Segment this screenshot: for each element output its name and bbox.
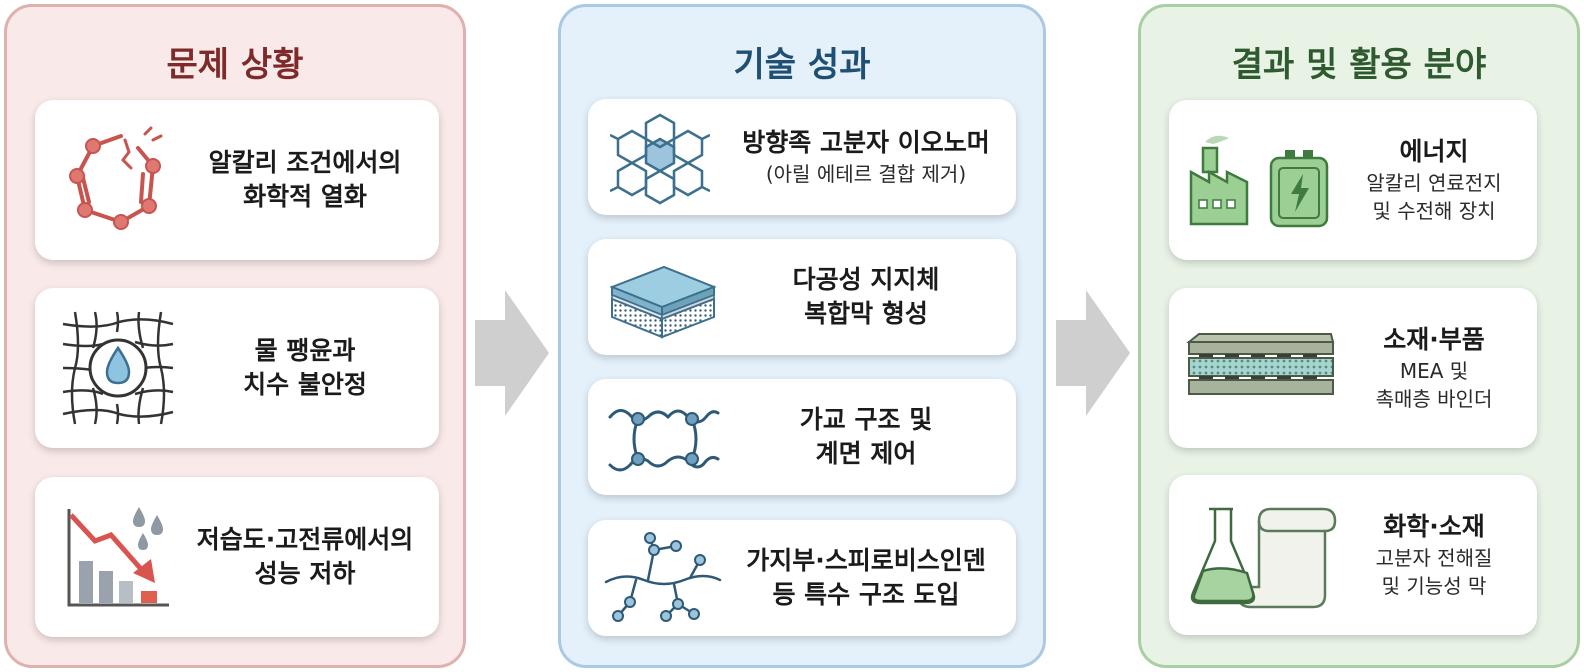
result-heading: 소재·부품 [1383, 324, 1485, 354]
result-card-text: 소재·부품 MEA 및 촉매층 바인더 [1339, 288, 1529, 448]
tech-panel: 기술 성과 방향족 고분자 이오노머 (아릴 에테르 결합 제거) [558, 4, 1046, 668]
problem-text-line1: 물 팽윤과 [254, 335, 356, 365]
crosslinked-chain-icon [608, 409, 720, 472]
branched-molecule-icon [604, 532, 722, 622]
tech-card-crosslink: 가교 구조 및 계면 제어 [588, 379, 1016, 495]
porous-composite-layer-icon [609, 265, 717, 339]
tech-card-text: 방향족 고분자 이오노머 (아릴 에테르 결합 제거) [728, 99, 1004, 215]
result-card-components: 소재·부품 MEA 및 촉매층 바인더 [1169, 288, 1537, 448]
tech-text-line2: 등 특수 구조 도입 [772, 580, 960, 609]
result-card-energy: 에너지 알칼리 연료전지 및 수전해 장치 [1169, 100, 1537, 260]
tech-card-ionomer: 방향족 고분자 이오노머 (아릴 에테르 결합 제거) [588, 99, 1016, 215]
result-text-line2: 촉매층 바인더 [1375, 387, 1493, 412]
result-card-text: 에너지 알칼리 연료전지 및 수전해 장치 [1339, 100, 1529, 260]
result-panel-title: 결과 및 활용 분야 [1231, 45, 1487, 85]
result-text-line1: MEA 및 [1399, 359, 1469, 384]
flow-arrow-icon [1056, 290, 1130, 416]
result-text-line2: 및 수전해 장치 [1372, 199, 1496, 224]
problem-text-line2: 성능 저하 [254, 559, 356, 588]
declining-chart-icon [67, 507, 169, 607]
result-text-line1: 고분자 전해질 [1375, 546, 1493, 571]
flask-scroll-icon [1190, 507, 1337, 609]
tech-text-line2: 계면 제어 [815, 439, 917, 468]
water-drop-mesh-icon [62, 311, 174, 425]
tech-text-line1: 가지부·스피로비스인덴 [746, 545, 986, 575]
tech-card-text: 가지부·스피로비스인덴 등 특수 구조 도입 [728, 520, 1004, 636]
problem-text-line2: 치수 불안정 [243, 370, 367, 399]
tech-text-line1: 방향족 고분자 이오노머 [742, 127, 990, 157]
problem-card-degradation: 알칼리 조건에서의 화학적 열화 [35, 100, 439, 260]
problem-panel: 문제 상황 알칼리 조건 [4, 4, 466, 668]
tech-card-composite: 다공성 지지체 복합막 형성 [588, 239, 1016, 355]
tech-text-line1: 다공성 지지체 [792, 264, 940, 294]
aromatic-ring-network-icon [610, 113, 710, 205]
tech-text-line2: 복합막 형성 [804, 299, 928, 328]
problem-text-line1: 알칼리 조건에서의 [208, 147, 402, 177]
mea-stack-icon [1186, 333, 1335, 395]
problem-card-text: 저습도·고전류에서의 성능 저하 [177, 477, 433, 637]
problem-card-performance: 저습도·고전류에서의 성능 저하 [35, 477, 439, 637]
problem-card-text: 물 팽윤과 치수 불안정 [185, 288, 425, 448]
result-card-text: 화학·소재 고분자 전해질 및 기능성 막 [1339, 475, 1529, 635]
tech-text-line2: (아릴 에테르 결합 제거) [765, 162, 967, 187]
tech-card-text: 다공성 지지체 복합막 형성 [728, 239, 1004, 355]
result-heading: 화학·소재 [1383, 511, 1485, 541]
result-panel: 결과 및 활용 분야 에너지 알칼리 연료전지 및 수전해 장치 [1138, 4, 1580, 668]
tech-text-line1: 가교 구조 및 [799, 404, 933, 434]
broken-hexagon-icon [69, 126, 163, 230]
factory-battery-icon [1189, 135, 1329, 228]
problem-text-line1: 저습도·고전류에서의 [196, 524, 414, 554]
flow-arrow-icon [475, 290, 549, 416]
tech-panel-title: 기술 성과 [733, 45, 871, 85]
problem-card-text: 알칼리 조건에서의 화학적 열화 [185, 100, 425, 260]
problem-text-line2: 화학적 열화 [243, 182, 367, 211]
result-heading: 에너지 [1399, 136, 1469, 166]
tech-card-special-structure: 가지부·스피로비스인덴 등 특수 구조 도입 [588, 520, 1016, 636]
problem-card-swelling: 물 팽윤과 치수 불안정 [35, 288, 439, 448]
result-card-chemicals: 화학·소재 고분자 전해질 및 기능성 막 [1169, 475, 1537, 635]
result-text-line2: 및 기능성 막 [1381, 574, 1487, 599]
result-text-line1: 알칼리 연료전지 [1366, 171, 1502, 196]
tech-card-text: 가교 구조 및 계면 제어 [728, 379, 1004, 495]
problem-panel-title: 문제 상황 [166, 45, 304, 85]
